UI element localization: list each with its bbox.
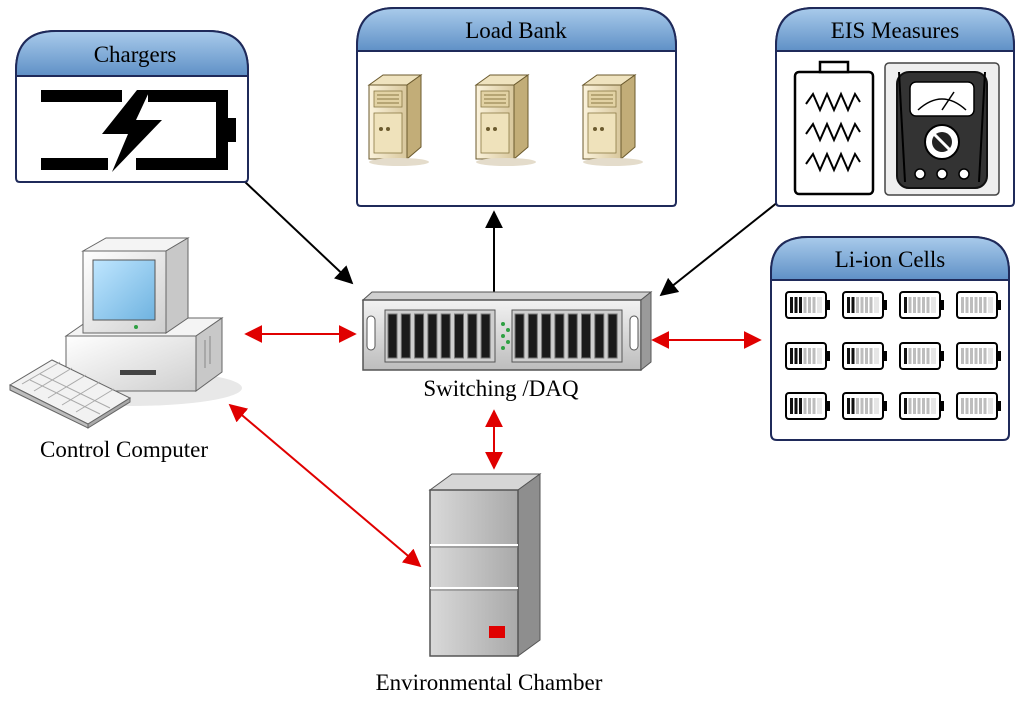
daq-slot bbox=[480, 313, 491, 359]
daq-slot bbox=[467, 313, 478, 359]
chargers-panel: Chargers bbox=[15, 30, 249, 183]
switching-daq-unit bbox=[361, 290, 653, 372]
arrow-chargers-to-daq bbox=[242, 179, 354, 285]
battery-cell-icon bbox=[785, 342, 830, 370]
environmental-chamber-label: Environmental Chamber bbox=[376, 670, 603, 695]
impedance-cell-icon bbox=[793, 60, 875, 196]
battery-cell-icon bbox=[899, 342, 944, 370]
daq-slot bbox=[427, 313, 438, 359]
arrow-computer-chamber bbox=[228, 403, 422, 568]
desktop-computer-icon bbox=[8, 237, 242, 429]
li-ion-cells-panel: Li-ion Cells bbox=[770, 236, 1010, 441]
eis-measures-panel: EIS Measures bbox=[775, 7, 1015, 207]
battery-cell-icon bbox=[842, 291, 887, 319]
daq-slot bbox=[414, 313, 425, 359]
battery-cell-icon bbox=[899, 392, 944, 420]
daq-slot bbox=[581, 313, 591, 359]
control-computer-label: Control Computer bbox=[40, 437, 208, 462]
daq-slots bbox=[387, 313, 618, 359]
daq-slot bbox=[607, 313, 618, 359]
daq-slot bbox=[567, 313, 578, 359]
load-bank-panel: Load Bank bbox=[356, 7, 677, 207]
li-ion-cells-panel-title: Li-ion Cells bbox=[835, 247, 946, 272]
battery-cell-icon bbox=[842, 392, 887, 420]
multimeter-icon bbox=[884, 62, 1000, 196]
battery-cell-grid bbox=[785, 291, 1001, 420]
cabinet-icon bbox=[428, 473, 542, 657]
battery-cell-icon bbox=[956, 342, 1001, 370]
battery-cell-icon bbox=[899, 291, 944, 319]
eis-measures-panel-title: EIS Measures bbox=[831, 18, 959, 43]
battery-cell-icon bbox=[956, 291, 1001, 319]
daq-slot bbox=[594, 313, 605, 359]
arrow-eis-to-daq bbox=[659, 197, 784, 297]
battery-cell-icon bbox=[956, 392, 1001, 420]
connections bbox=[228, 179, 784, 568]
daq-slot bbox=[387, 313, 398, 359]
battery-cell-icon bbox=[785, 392, 830, 420]
daq-slot bbox=[454, 313, 464, 359]
load-bank-panel-title: Load Bank bbox=[465, 18, 567, 43]
battery-cell-icon bbox=[842, 342, 887, 370]
switching-daq-label: Switching /DAQ bbox=[423, 376, 579, 401]
daq-slot bbox=[527, 313, 538, 359]
daq-slot bbox=[440, 313, 451, 359]
daq-slot bbox=[514, 313, 525, 359]
daq-slot bbox=[541, 313, 552, 359]
battery-cell-icon bbox=[785, 291, 830, 319]
chargers-panel-title: Chargers bbox=[94, 42, 177, 67]
daq-slot bbox=[400, 313, 411, 359]
battery-charging-icon bbox=[41, 90, 236, 172]
daq-slot bbox=[554, 313, 565, 359]
